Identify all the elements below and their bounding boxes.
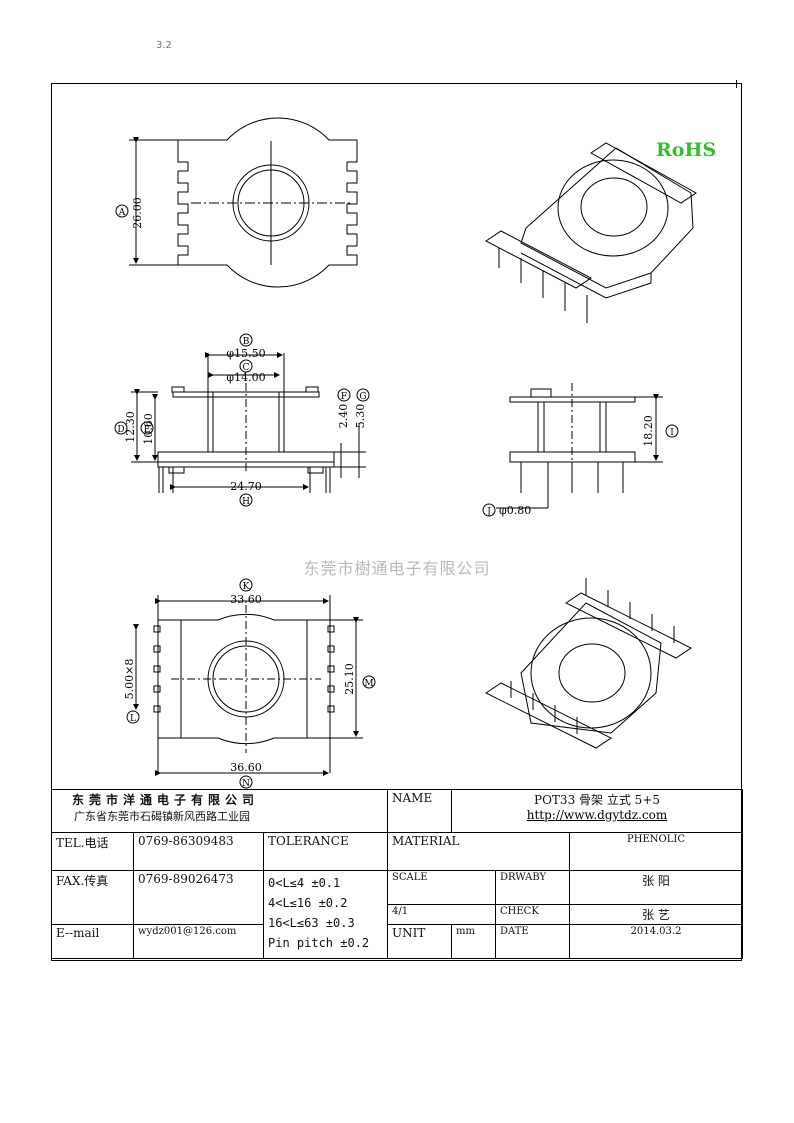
dim-D: 12.30: [124, 411, 137, 443]
dim-M: 25.10: [343, 663, 356, 695]
tolerance-list: 0<L≤4 ±0.1 4<L≤16 ±0.2 16<L≤63 ±0.3 Pin …: [263, 870, 388, 959]
email-value: wydz001@126.com: [133, 924, 264, 959]
dim-C: φ14.00: [226, 371, 265, 384]
check-value: 张 艺: [568, 904, 744, 925]
dim-G: 5.30: [354, 404, 367, 429]
iso-view-top: [485, 142, 697, 323]
date-label: DATE: [495, 924, 570, 959]
dim-B: φ15.50: [226, 347, 265, 360]
dim-H: 24.70: [230, 480, 262, 493]
marker-J: J: [486, 507, 491, 517]
watermark: 东莞市樹通电子有限公司: [303, 559, 491, 578]
dim-F: 2.40: [337, 404, 350, 429]
tolerance-line: 0<L≤4 ±0.1: [268, 876, 341, 890]
tel-value: 0769-86309483: [133, 832, 264, 871]
dim-K: 33.60: [230, 593, 262, 606]
date-value: 2014.03.2: [568, 924, 744, 959]
name-label: NAME: [387, 789, 452, 833]
drawing-frame: [51, 83, 742, 961]
unit-value: mm: [451, 924, 496, 959]
bottom-view: [133, 595, 363, 776]
company-name: 东莞市洋通电子有限公司: [72, 793, 260, 807]
dim-A: 26.00: [131, 197, 144, 229]
unit-label: UNIT: [387, 924, 452, 959]
marker-L: L: [130, 714, 136, 724]
dim-E: 10.60: [142, 413, 155, 445]
email-label: E--mail: [51, 924, 134, 959]
marker-B: B: [243, 337, 250, 347]
page-mark: 3.2: [156, 40, 172, 51]
drawby-label: DRWABY: [495, 870, 570, 905]
material-label: MATERIAL: [387, 832, 570, 871]
marker-C: C: [243, 363, 250, 373]
iso-view-bottom: [485, 578, 692, 749]
rohs-mark: RoHS: [656, 139, 717, 161]
tolerance-line: 16<L≤63 ±0.3: [268, 916, 355, 930]
marker-G: G: [359, 392, 366, 402]
front-view: [131, 352, 366, 493]
company-url[interactable]: http://www.dgytdz.com: [526, 808, 668, 822]
marker-D: D: [117, 425, 124, 435]
marker-E: E: [144, 425, 151, 435]
marker-I: I: [670, 428, 674, 438]
dim-N: 36.60: [230, 761, 262, 774]
dim-I: 18.20: [642, 415, 655, 447]
tolerance-label: TOLERANCE: [263, 832, 388, 871]
frame-tick: [736, 80, 737, 88]
top-view: [129, 117, 358, 288]
tel-label: TEL.电话: [51, 832, 134, 871]
tolerance-line: 4<L≤16 ±0.2: [268, 896, 348, 910]
scale-label: SCALE: [387, 870, 496, 905]
marker-F: F: [341, 392, 347, 402]
company-address: 广东省东莞市石碣镇新风西路工业园: [74, 810, 250, 823]
fax-value: 0769-89026473: [133, 870, 264, 925]
title-block: 东莞市洋通电子有限公司 广东省东莞市石碣镇新风西路工业园 NAME POT33 …: [51, 789, 744, 959]
marker-N: N: [242, 779, 250, 789]
material-value: PHENOLIC: [568, 832, 744, 871]
technical-drawing: 26.00 A: [114, 117, 697, 789]
marker-M: M: [364, 679, 373, 689]
tolerance-line: Pin pitch ±0.2: [268, 936, 370, 950]
side-view: [496, 383, 663, 509]
scale-value: 4/1: [387, 904, 496, 925]
part-name: POT33 骨架 立式 5+5: [534, 793, 660, 807]
fax-label: FAX.传真: [51, 870, 134, 925]
marker-K: K: [243, 582, 250, 592]
check-label: CHECK: [495, 904, 570, 925]
dim-L: 5.00×8: [123, 659, 136, 700]
drawby-value: 张 阳: [568, 870, 744, 905]
marker-A: A: [118, 208, 126, 218]
dim-J: φ0.80: [499, 504, 531, 517]
marker-H: H: [242, 497, 250, 507]
